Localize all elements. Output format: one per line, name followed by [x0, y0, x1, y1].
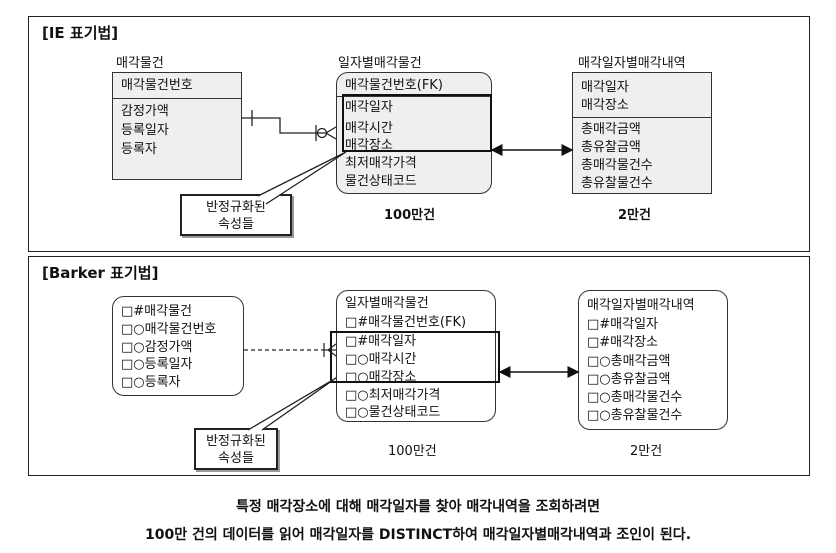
barker-entity3-row: □#매각일자: [587, 317, 659, 332]
ie-entity3-attr: 총유찰금액: [581, 140, 641, 155]
barker-relationship-line: [244, 343, 337, 357]
barker-callout: 반정규화된 속성들: [194, 428, 278, 470]
ie-entity2-name: 일자별매각물건: [338, 56, 422, 71]
caption-line-2: 100만 건의 데이터를 읽어 매각일자를 DISTINCT하여 매각일자별매각…: [144, 527, 692, 543]
barker-callout-line: 속성들: [218, 451, 254, 466]
ie-callout: 반정규화된 속성들: [180, 194, 292, 236]
barker-entity3-row: □#매각장소: [587, 335, 659, 350]
barker-highlight-box: [330, 331, 500, 383]
barker-entity1-row: □○감정가액: [121, 340, 193, 355]
barker-entity1-row: □○매각물건번호: [121, 322, 217, 337]
ie-entity2-attr: 매각물건번호(FK): [345, 78, 443, 93]
ie-entity3-attr: 총매각물건수: [581, 158, 653, 173]
ie-entity2-attr: 매각시간: [345, 121, 393, 136]
barker-entity2-row: □○매각시간: [345, 352, 417, 367]
ie-entity2-box: 매각물건번호(FK) 매각일자 매각시간 매각장소 최저매각가격 물건상태코드: [336, 72, 492, 194]
ie-entity2-attr: 매각일자: [345, 100, 393, 115]
barker-entity2-row: □#매각일자: [345, 334, 417, 349]
barker-entity3-row: 매각일자별매각내역: [587, 298, 695, 313]
ie-highlight-box: [342, 94, 492, 152]
ie-entity1-pk: 매각물건번호: [121, 78, 193, 93]
barker-entity2-row: □○최저매각가격: [345, 388, 441, 403]
barker-entity2-row: 일자별매각물건: [345, 296, 429, 311]
barker-title: [Barker 표기법]: [42, 264, 159, 282]
ie-title: [IE 표기법]: [42, 24, 119, 42]
barker-entity2-row: □#매각물건번호(FK): [345, 315, 467, 330]
ie-entity3-divider: [573, 117, 711, 118]
barker-callout-pointer: [247, 377, 337, 431]
barker-entity1-box: □#매각물건 □○매각물건번호 □○감정가액 □○등록일자 □○등록자: [112, 296, 244, 396]
ie-callout-pointer: [257, 151, 347, 205]
ie-entity3-pk: 매각장소: [581, 98, 629, 113]
ie-entity1-name: 매각물건: [116, 56, 164, 71]
barker-entity2-row: □○물건상태코드: [345, 405, 441, 420]
caption-line-1: 특정 매각장소에 대해 매각일자를 찾아 매각내역을 조회하려면: [235, 499, 601, 515]
barker-entity2-count: 100만건: [388, 444, 437, 459]
ie-entity1-attr: 등록일자: [121, 123, 169, 138]
ie-entity2-count: 100만건: [384, 208, 436, 223]
barker-entity1-row: □#매각물건: [121, 304, 193, 319]
ie-entity3-box: 매각일자 매각장소 총매각금액 총유찰금액 총매각물건수 총유찰물건수: [572, 72, 712, 194]
barker-entity3-box: 매각일자별매각내역 □#매각일자 □#매각장소 □○총매각금액 □○총유찰금액 …: [578, 290, 728, 430]
barker-entity3-count: 2만건: [630, 444, 663, 459]
ie-entity1-divider: [113, 98, 241, 99]
barker-entity3-row: □○총유찰금액: [587, 372, 671, 387]
ie-entity2-attr: 최저매각가격: [345, 156, 417, 171]
ie-entity2-divider: [337, 96, 491, 97]
ie-relationship-line: [242, 110, 337, 141]
ie-entity1-attr: 등록자: [121, 142, 157, 157]
ie-entity3-count: 2만건: [618, 208, 651, 223]
barker-entity3-row: □○총유찰물건수: [587, 408, 683, 423]
ie-entity3-attr: 총유찰물건수: [581, 176, 653, 191]
ie-entity3-attr: 총매각금액: [581, 122, 641, 137]
barker-entity3-row: □○총매각금액: [587, 354, 671, 369]
ie-entity1-attr: 감정가액: [121, 104, 169, 119]
ie-entity1-box: 매각물건번호 감정가액 등록일자 등록자: [112, 72, 242, 180]
ie-callout-line: 반정규화된: [206, 200, 266, 215]
barker-entity1-row: □○등록일자: [121, 357, 193, 372]
barker-entity1-row: □○등록자: [121, 375, 181, 390]
barker-callout-line: 반정규화된: [206, 434, 266, 449]
ie-callout-line: 속성들: [218, 217, 254, 232]
ie-entity3-pk: 매각일자: [581, 80, 629, 95]
ie-entity2-attr: 매각장소: [345, 138, 393, 153]
barker-entity3-row: □○총매각물건수: [587, 390, 683, 405]
ie-entity2-attr: 물건상태코드: [345, 174, 417, 189]
ie-entity3-name: 매각일자별매각내역: [578, 56, 686, 71]
